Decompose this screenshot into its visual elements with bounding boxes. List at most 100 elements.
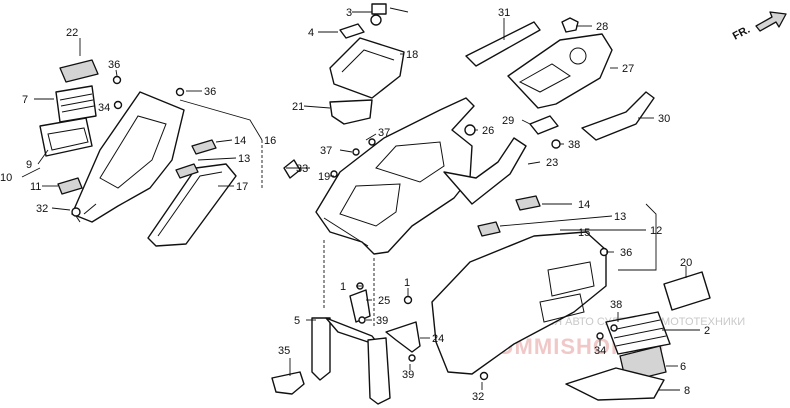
part-side-panel-left [71, 91, 185, 223]
part-bracket-24 [385, 321, 421, 353]
callout-36-a: 36 [108, 59, 120, 71]
part-tray-29 [529, 115, 559, 135]
callout-31: 31 [498, 7, 510, 19]
part-clip-28 [561, 17, 579, 33]
callout-19: 19 [318, 171, 330, 183]
part-clip-26 [464, 124, 476, 136]
part-vent-grille-7 [55, 85, 97, 123]
part-vent-22 [59, 59, 99, 83]
callout-37-a: 37 [378, 127, 390, 139]
callout-10: 10 [0, 172, 12, 184]
callout-33: 33 [296, 163, 308, 175]
part-screw-34-a [113, 100, 123, 110]
part-panel-27 [507, 33, 613, 109]
part-bracket-5 [311, 317, 381, 381]
callout-30: 30 [658, 113, 670, 125]
part-lid-18 [329, 37, 405, 99]
part-button-19 [330, 170, 338, 178]
part-screw-34-b [596, 332, 604, 340]
callout-36-c: 36 [620, 247, 632, 259]
callout-32-right: 32 [472, 391, 484, 403]
callout-1-b: 1 [404, 277, 410, 289]
front-direction-marker: FR. [731, 11, 787, 43]
callout-39-a: 39 [376, 315, 388, 327]
part-rear-cover-23 [443, 137, 527, 205]
part-screw-32-right [479, 371, 489, 381]
callout-21: 21 [292, 101, 304, 113]
callout-35: 35 [278, 345, 290, 357]
part-knob-11 [57, 177, 83, 195]
callout-5: 5 [294, 315, 300, 327]
callout-14-right: 14 [578, 199, 590, 211]
callout-2: 2 [704, 325, 710, 337]
part-side-cover-17 [147, 163, 237, 247]
callout-20: 20 [680, 257, 692, 269]
callout-37-b: 37 [320, 145, 332, 157]
callout-22: 22 [66, 27, 78, 39]
leader-lines [21, 11, 700, 391]
callout-17: 17 [236, 181, 248, 193]
part-clip-13-left [175, 163, 199, 179]
part-screw-37 [352, 138, 376, 156]
part-screw-38-a [551, 139, 561, 149]
callout-8: 8 [684, 385, 690, 397]
callout-15: 15 [578, 227, 590, 239]
callout-6: 6 [680, 361, 686, 373]
part-screw-38-b [610, 324, 618, 332]
front-direction-label: FR. [731, 24, 752, 43]
callout-38-b: 38 [610, 299, 622, 311]
part-bracket-25 [349, 289, 371, 323]
callout-11: 11 [30, 181, 41, 193]
part-garnish-30 [581, 91, 655, 141]
callout-9: 9 [26, 159, 32, 171]
callout-7: 7 [22, 94, 28, 106]
part-bracket-tall [367, 337, 391, 405]
part-vent-grille-2 [605, 311, 671, 355]
callout-25: 25 [378, 295, 390, 307]
callout-28: 28 [596, 21, 608, 33]
callout-23: 23 [546, 157, 558, 169]
callout-27: 27 [622, 63, 634, 75]
callout-12: 12 [650, 225, 662, 237]
part-vent-frame-9 [39, 117, 93, 157]
part-screw-36-b [175, 87, 185, 97]
part-trim-31 [465, 21, 541, 67]
callout-34-b: 34 [594, 345, 606, 357]
callout-13-right: 13 [614, 211, 626, 223]
part-duct-8 [565, 367, 665, 401]
callout-29: 29 [502, 115, 514, 127]
part-console-main-body [315, 97, 475, 255]
callout-26: 26 [482, 125, 494, 137]
callout-3: 3 [346, 7, 352, 19]
part-clip-33 [283, 159, 301, 179]
callout-16: 16 [264, 135, 276, 147]
part-screw-39-b [408, 354, 416, 362]
callout-13-left: 13 [238, 153, 250, 165]
part-clip-13-right [477, 221, 501, 237]
callout-4: 4 [308, 27, 314, 39]
callout-1-a: 1 [340, 281, 346, 293]
part-latch-4 [339, 23, 365, 39]
part-hinge-21 [329, 99, 373, 125]
part-screw-1-b [403, 295, 413, 305]
part-clip-14-left [191, 139, 217, 155]
callout-14-left: 14 [234, 135, 246, 147]
part-screw-39-a [358, 316, 366, 324]
callout-39-b: 39 [402, 369, 414, 381]
part-lock-3 [370, 3, 409, 26]
part-screw-32-left [71, 207, 81, 223]
callout-38-a: 38 [568, 139, 580, 151]
callout-36-b: 36 [204, 86, 216, 98]
part-screw-36-a [112, 75, 122, 85]
callout-24: 24 [432, 333, 444, 345]
callout-numbers: 22 7 36 34 36 14 16 13 17 9 10 11 32 3 4… [0, 7, 710, 403]
front-direction-arrow-icon [755, 11, 787, 32]
part-side-panel-right [431, 231, 607, 375]
part-vent-20 [663, 271, 711, 311]
part-clip-14-right [515, 195, 541, 211]
callout-32-left: 32 [36, 203, 48, 215]
callout-18: 18 [406, 49, 418, 61]
callout-34-a: 34 [98, 102, 110, 114]
part-clip-35 [271, 371, 305, 395]
